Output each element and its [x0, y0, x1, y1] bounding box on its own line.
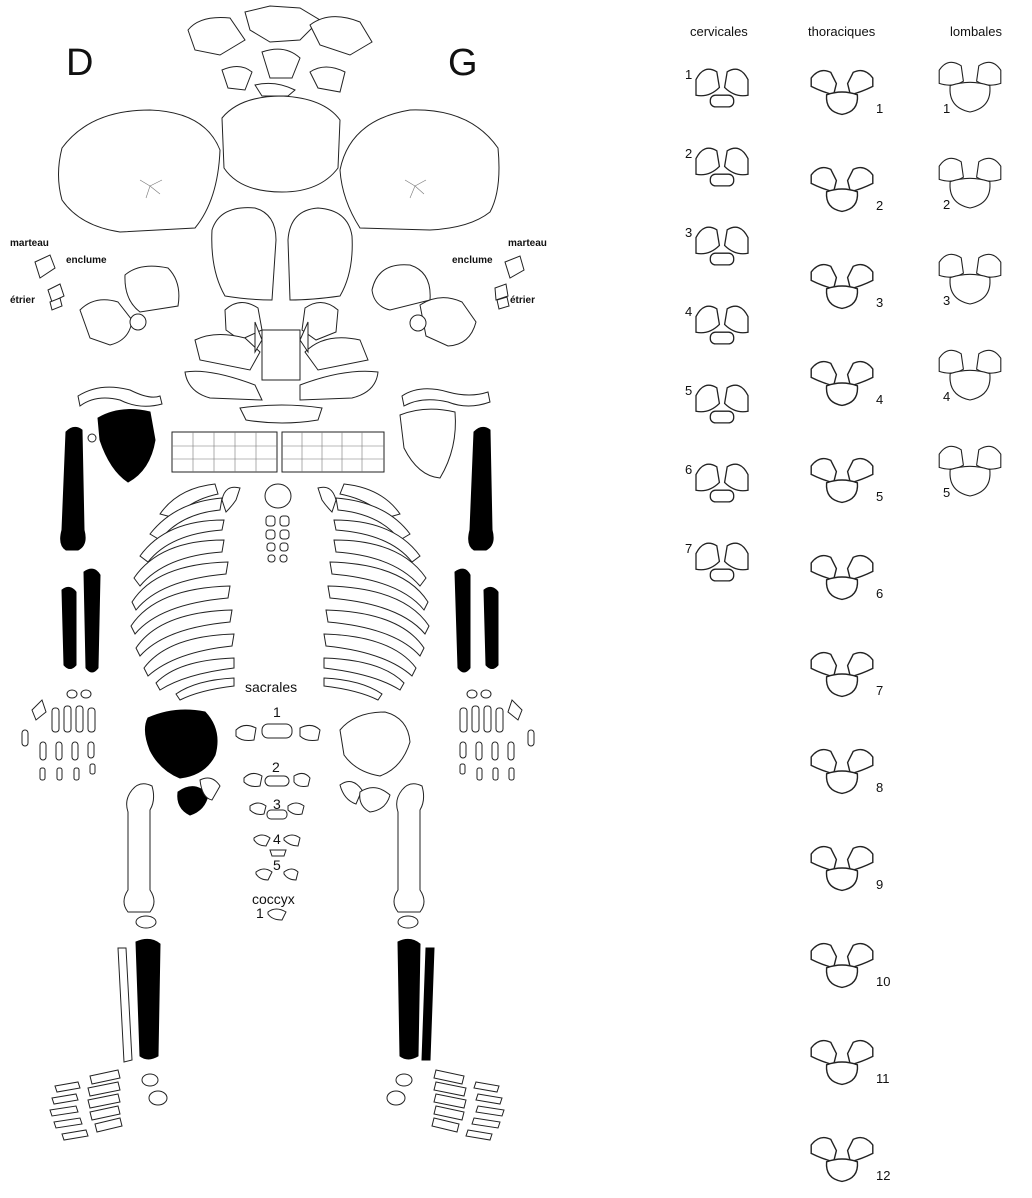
thoracic-vertebra-3 — [811, 265, 873, 309]
cervical-vertebra-number-5: 5 — [685, 384, 692, 397]
left-clavicle — [402, 389, 490, 406]
stapes-right-label: étrier — [10, 296, 35, 306]
thoracic-vertebra-10 — [811, 944, 873, 988]
facial-bones — [185, 302, 378, 423]
thoracic-vertebra-number-11: 11 — [876, 1072, 890, 1085]
thoracic-vertebra-number-7: 7 — [876, 684, 883, 697]
thoracic-vertebra-9 — [811, 847, 873, 891]
lumbar-vertebra-number-1: 1 — [943, 102, 950, 115]
right-clavicle — [78, 387, 162, 406]
cervical-vertebra-6 — [696, 464, 748, 502]
left-ribs — [318, 484, 429, 700]
lumbar-vertebra-number-5: 5 — [943, 486, 950, 499]
right-frontal-bone — [212, 208, 276, 300]
thoracic-vertebra-8 — [811, 750, 873, 794]
thoracic-vertebrae — [811, 71, 873, 1182]
cervical-vertebra-3 — [696, 227, 748, 265]
thoracic-vertebra-number-4: 4 — [876, 393, 883, 406]
sacral-number-3: 3 — [273, 797, 281, 811]
skull-base — [188, 6, 372, 96]
stapes-left-label: étrier — [510, 296, 535, 306]
sacral-number-1: 1 — [273, 705, 281, 719]
right-side-label: D — [66, 44, 93, 82]
lumbar-vertebra-number-3: 3 — [943, 294, 950, 307]
cervical-vertebra-number-7: 7 — [685, 542, 692, 555]
thoracic-vertebra-number-1: 1 — [876, 102, 883, 115]
lumbar-vertebra-number-4: 4 — [943, 390, 950, 403]
left-femur — [394, 784, 424, 912]
cervical-vertebrae — [696, 69, 748, 581]
thoracic-vertebra-number-10: 10 — [876, 975, 890, 988]
thoracic-vertebra-1 — [811, 71, 873, 115]
lumbar-heading: lombales — [950, 25, 1002, 38]
right-ilium — [145, 710, 217, 778]
thoracic-vertebra-2 — [811, 168, 873, 212]
right-temporal-bone — [125, 266, 179, 312]
left-hand — [460, 690, 534, 780]
left-foot — [387, 1070, 504, 1140]
cervical-vertebra-5 — [696, 385, 748, 423]
right-parietal-bone — [59, 110, 221, 232]
thoracic-vertebra-11 — [811, 1041, 873, 1085]
cervical-heading: cervicales — [690, 25, 748, 38]
left-ilium — [340, 712, 410, 776]
sacral-number-5: 5 — [273, 858, 281, 872]
left-temporal-bone — [372, 265, 430, 310]
incus-left-label: enclume — [452, 256, 493, 266]
thoracic-vertebra-7 — [811, 653, 873, 697]
thoracic-vertebra-number-12: 12 — [876, 1169, 890, 1182]
right-humerus — [61, 427, 85, 550]
sternum-grid — [172, 432, 384, 472]
cervical-vertebra-number-3: 3 — [685, 226, 692, 239]
right-femur — [124, 784, 154, 912]
cervical-vertebra-7 — [696, 543, 748, 581]
sacral-number-2: 2 — [272, 760, 280, 774]
thoracic-vertebra-number-3: 3 — [876, 296, 883, 309]
thoracic-vertebra-4 — [811, 362, 873, 406]
right-tibia — [136, 939, 160, 1059]
left-tibia — [398, 939, 420, 1059]
left-side-label: G — [448, 44, 478, 82]
incus-right-label: enclume — [66, 256, 107, 266]
sacral-title: sacrales — [245, 680, 297, 694]
left-scapula — [400, 409, 455, 478]
thoracic-vertebra-number-2: 2 — [876, 199, 883, 212]
cervical-vertebra-number-4: 4 — [685, 305, 692, 318]
left-humerus — [469, 427, 493, 550]
right-hand — [22, 690, 95, 780]
coccyx-number: 1 — [256, 906, 264, 920]
cervical-vertebra-number-1: 1 — [685, 68, 692, 81]
cervical-vertebra-4 — [696, 306, 748, 344]
thoracic-vertebra-12 — [811, 1138, 873, 1182]
coccyx-title: coccyx — [252, 892, 295, 906]
malleus-left-label: marteau — [508, 239, 547, 249]
thoracic-vertebra-6 — [811, 556, 873, 600]
thoracic-vertebra-number-9: 9 — [876, 878, 883, 891]
thoracic-vertebra-5 — [811, 459, 873, 503]
thoracic-heading: thoraciques — [808, 25, 875, 38]
thoracic-vertebra-number-5: 5 — [876, 490, 883, 503]
sternebrae — [265, 484, 291, 562]
cervical-vertebra-number-2: 2 — [685, 147, 692, 160]
occipital-bone — [222, 96, 340, 192]
left-parietal-bone — [340, 110, 499, 230]
right-foot — [50, 1070, 167, 1140]
right-ribs — [131, 484, 240, 700]
cervical-vertebra-2 — [696, 148, 748, 186]
lumbar-vertebra-number-2: 2 — [943, 198, 950, 211]
cervical-vertebra-number-6: 6 — [685, 463, 692, 476]
right-scapula — [98, 410, 155, 482]
thoracic-vertebra-number-6: 6 — [876, 587, 883, 600]
cervical-vertebra-1 — [696, 69, 748, 107]
lumbar-vertebrae — [939, 62, 1001, 496]
left-frontal-bone — [288, 208, 352, 300]
sacral-number-4: 4 — [273, 832, 281, 846]
malleus-right-label: marteau — [10, 239, 49, 249]
thoracic-vertebra-number-8: 8 — [876, 781, 883, 794]
